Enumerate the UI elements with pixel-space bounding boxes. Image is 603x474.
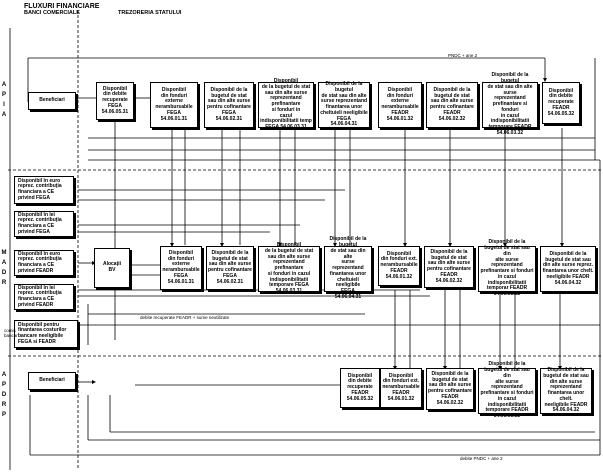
fega-euro-box: Disponibil în euro reprez. contribuţia f…	[14, 176, 74, 204]
madr-box-1: Disponibil din fonduri externe neramburs…	[160, 246, 202, 290]
apdrp-box-5: Disponibil de la bugetul de stat sau din…	[540, 367, 592, 414]
comis-bancar-label: comis bancar	[4, 328, 18, 338]
costuri-bancare-box: Disponibil pentru finantarea costurilor …	[14, 320, 78, 348]
apia-box-8: Disponibil de la bugetul de stat sau din…	[482, 73, 538, 136]
diagram-title: FLUXURI FINANCIARE	[24, 3, 100, 10]
debite-recuperate-annotation: debite recuperate FEADR + sume neutiliza…	[140, 315, 230, 320]
apia-box-6: Disponibil din fonduri externe neramburs…	[378, 82, 422, 128]
beneficiari-apdrp-box: Beneficiari	[28, 372, 76, 390]
madr-box-3: Disponibil de la bugetul de stat sau din…	[258, 242, 320, 294]
feadr-lei-box: Disponibil în lei reprez. contribuţia fi…	[14, 284, 74, 310]
madr-box-6: Disponibil de la bugetul de stat sau din…	[424, 246, 474, 288]
column-header-treasury: TREZORERIA STATULUI	[118, 10, 182, 16]
madr-box-5: Disponibil din fonduri ext. nerambursabi…	[378, 246, 420, 286]
madr-box-7: Disponibil de la bugetul de stat sau din…	[478, 239, 536, 297]
apia-box-7: Disponibil de la bugetul de stat sau din…	[426, 82, 478, 128]
section-label-apia: A P I A	[1, 82, 7, 118]
apia-box-5: Disponibil de la bugetul de stat sau din…	[318, 81, 370, 128]
fega-lei-box: Disponibil în lei reprez. contribuţia fi…	[14, 211, 74, 237]
apdrp-box-4: Disponibil de la bugetul de stat sau din…	[478, 361, 536, 419]
apia-box-4: Disponibil de la bugetul de stat sau din…	[258, 78, 314, 130]
apdrp-box-3: Disponibil de la bugetul de stat sau din…	[426, 368, 474, 410]
pnsc-annotation: PNDC + ane 2	[448, 53, 478, 58]
section-label-apdrp: A P D R P	[1, 372, 7, 418]
madr-box-8: Disponibil de la bugetul de stat sau din…	[540, 246, 596, 292]
feadr-euro-box: Disponibil în euro reprez. contribuţia f…	[14, 250, 74, 276]
beneficiari-apia-box: Beneficiari	[28, 92, 76, 110]
apia-box-3: Disponibil de la bugetul de stat sau din…	[204, 82, 254, 128]
madr-box-4: Disponibil de la bugetul de stat sau din…	[324, 237, 372, 300]
section-label-madr: M A D R	[1, 250, 7, 286]
column-header-banks: BANCI COMERCIALE	[24, 10, 80, 16]
apia-box-1: Disponibil din debite recuperate FEGA 54…	[96, 82, 134, 120]
apia-box-9: Disponibil din debite recuperate FEADR 5…	[542, 82, 580, 124]
madr-box-2: Disponibil de la bugetul de stat sau din…	[206, 246, 254, 290]
apdrp-box-1: Disponibil din debite recuperate FEADR 5…	[340, 368, 380, 408]
alocatii-bv-box: Alocaţii BV	[94, 248, 130, 288]
apdrp-box-2: Disponibil din fonduri ext. nerambursabi…	[380, 368, 422, 408]
apia-box-2: Disponibil din fonduri externe neramburs…	[150, 82, 198, 128]
debite-pndc-annotation: debite PNDC + ane 2	[460, 456, 503, 461]
